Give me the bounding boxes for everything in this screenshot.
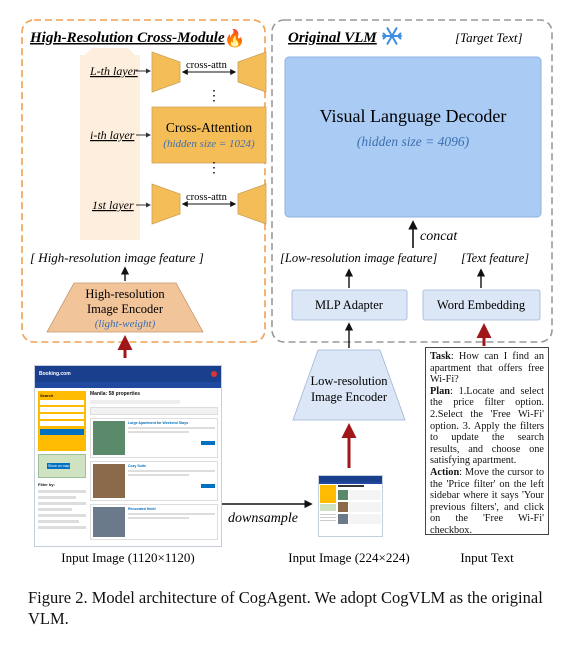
l-layer-left-trapezoid — [151, 51, 181, 93]
hr-module-group — [21, 19, 266, 343]
layer-label-1st: 1st layer — [92, 198, 134, 212]
feature-glow — [80, 55, 140, 240]
hr-module-title: High-Resolution Cross-Module — [29, 30, 225, 46]
hr-encoder-block — [46, 282, 204, 333]
hr-encoder-line1: High-resolution — [85, 287, 165, 301]
result-card-3: Renovated Hotel — [90, 504, 218, 540]
feature-glow-top — [80, 48, 140, 60]
input-text-label: Input Text — [460, 550, 514, 565]
downsample-label: downsample — [228, 511, 298, 526]
map-thumbnail: Show on map — [38, 454, 86, 478]
result-card-2: Cozy Suite — [90, 461, 218, 501]
task-text: : How can I find an apartment that offer… — [430, 351, 544, 386]
input-small-label: Input Image (224×224) — [288, 550, 409, 565]
text-feature-label: [Text feature] — [461, 251, 529, 265]
brand-logo: Booking.com — [39, 371, 71, 377]
word-embedding-label: Word Embedding — [437, 298, 526, 312]
low-res-feature-label: [Low-resolution image feature] — [280, 251, 438, 265]
figure-caption: Figure 2. Model architecture of CogAgent… — [28, 588, 543, 628]
results-column: Manila: 58 properties Large Apartment fo… — [90, 391, 218, 540]
decoder-hidden: (hidden size = 4096) — [357, 134, 470, 149]
l-layer-right-trapezoid — [237, 51, 267, 93]
result-card-1: Large Apartment for Weekend Stays — [90, 418, 218, 458]
ellipsis-lower: ⋮ — [207, 161, 221, 176]
input-large-label: Input Image (1120×1120) — [61, 550, 194, 565]
fire-icon: 🔥 — [224, 28, 245, 48]
decoder-title: Visual Language Decoder — [320, 106, 507, 126]
result-title-1: Large Apartment for Weekend Stays — [128, 421, 189, 425]
cross-attn-1st-label: cross-attn — [186, 192, 228, 203]
result-title-2: Cozy Suite — [128, 464, 146, 468]
result-title-3: Renovated Hotel — [128, 507, 156, 511]
mlp-adapter-block — [291, 289, 408, 321]
hr-encoder-line3: (light-weight) — [95, 318, 156, 330]
layer-label-l: L-th layer — [89, 64, 138, 78]
high-res-feature-label: [ High-resolution image feature ] — [30, 250, 204, 265]
left-sidebar: Search Show on map Filter by: — [38, 391, 86, 540]
plan-label: Plan — [430, 385, 451, 397]
plan-text: : 1.Locate and select the price filter o… — [430, 385, 544, 467]
lr-encoder-line2: Image Encoder — [311, 390, 388, 404]
nav-strip — [35, 382, 221, 388]
cross-attention-hidden: (hidden size = 1024) — [163, 138, 255, 150]
hr-encoder-line2: Image Encoder — [87, 302, 164, 316]
snowflake-icon — [382, 27, 402, 45]
target-text-label: [Target Text] — [455, 30, 523, 45]
decoder-block — [284, 56, 542, 218]
vlm-group — [271, 19, 553, 343]
mlp-adapter-label: MLP Adapter — [315, 298, 384, 312]
booking-header: Booking.com — [35, 366, 221, 382]
layer-label-i: i-th layer — [90, 128, 135, 142]
word-embedding-block — [422, 289, 541, 321]
first-layer-left-trapezoid — [151, 183, 181, 225]
action-text: : Move the cursor to the 'Price filter' … — [430, 466, 544, 536]
first-layer-right-trapezoid — [237, 183, 267, 225]
input-text-box: Task: How can I find an apartment that o… — [425, 347, 549, 536]
vlm-title: Original VLM — [288, 30, 377, 46]
ellipsis-upper: ⋮ — [207, 89, 221, 104]
results-heading: Manila: 58 properties — [90, 391, 141, 397]
cross-attn-l-label: cross-attn — [186, 60, 228, 71]
search-panel-title: Search — [40, 393, 54, 398]
cross-attention-block — [151, 106, 267, 164]
lr-encoder-block — [292, 349, 406, 421]
task-label: Task — [430, 351, 451, 362]
small-input-screenshot — [318, 475, 383, 537]
filter-by-title: Filter by: — [38, 482, 55, 487]
search-panel: Search — [38, 391, 86, 451]
large-input-screenshot: Booking.com Search Show on map Filter by… — [34, 365, 222, 547]
action-label: Action — [430, 466, 460, 478]
concat-label: concat — [420, 229, 458, 244]
show-on-map-button: Show on map — [47, 463, 71, 469]
cross-attention-title: Cross-Attention — [166, 120, 252, 135]
header-avatar — [211, 371, 217, 377]
lr-encoder-line1: Low-resolution — [310, 374, 388, 388]
